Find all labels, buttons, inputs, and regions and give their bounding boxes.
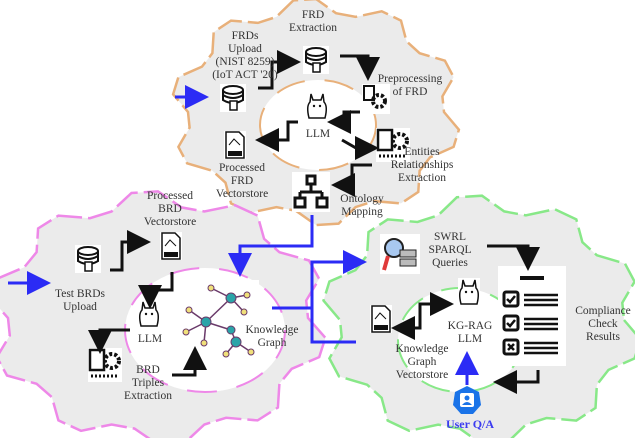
database-upload-icon (75, 245, 101, 273)
svg-file-icon (160, 232, 182, 260)
llama-icon (458, 278, 480, 306)
top-gear-hub (259, 79, 377, 171)
document-gear-icon (88, 348, 122, 382)
arrow-triples-to-kg (172, 346, 207, 377)
top-llm-label: LLM (305, 128, 331, 140)
checklist-icon (498, 266, 566, 366)
arrow-results-to-user (493, 370, 540, 394)
llama-icon (306, 92, 328, 120)
preprocess-gear-icon (362, 84, 390, 114)
arrow-upload-to-extraction (258, 50, 301, 90)
user-qa-label: User Q/A (445, 417, 495, 431)
arrow-upload-to-brd-vectorstore (110, 230, 151, 272)
arrow-vectorstore-to-llm (418, 292, 454, 325)
arrow-ontology-to-kg (228, 215, 314, 277)
arrow-llm-to-vectorstore (255, 120, 298, 152)
database-upload-icon (220, 84, 246, 112)
arrow-entities-to-ontology (331, 163, 372, 197)
arrow-llm-to-entities (341, 136, 379, 160)
arrow-preprocess-to-llm (327, 110, 360, 134)
arrow-queries-to-results (487, 244, 540, 271)
knowledge-graph-icon (181, 280, 259, 358)
llama-icon (138, 300, 160, 328)
arrow-llm-to-triples (88, 328, 130, 354)
arrow-vectorstore-llm (138, 272, 174, 309)
left-llm-label: LLM (137, 333, 163, 345)
query-server-icon (380, 234, 420, 274)
bracket-kg-to-right (310, 260, 360, 344)
flow-arrows (88, 50, 540, 394)
svg-file-icon (224, 131, 246, 159)
svg-file-icon (370, 305, 392, 333)
input-arrows (8, 85, 479, 385)
user-icon[interactable] (453, 386, 481, 414)
arrow-extraction-to-preprocess (340, 54, 380, 81)
hierarchy-icon (292, 172, 330, 212)
document-gear-icon (376, 128, 410, 162)
arrow-llm-to-kgvectorstore (391, 316, 422, 340)
database-extract-icon (303, 46, 329, 74)
